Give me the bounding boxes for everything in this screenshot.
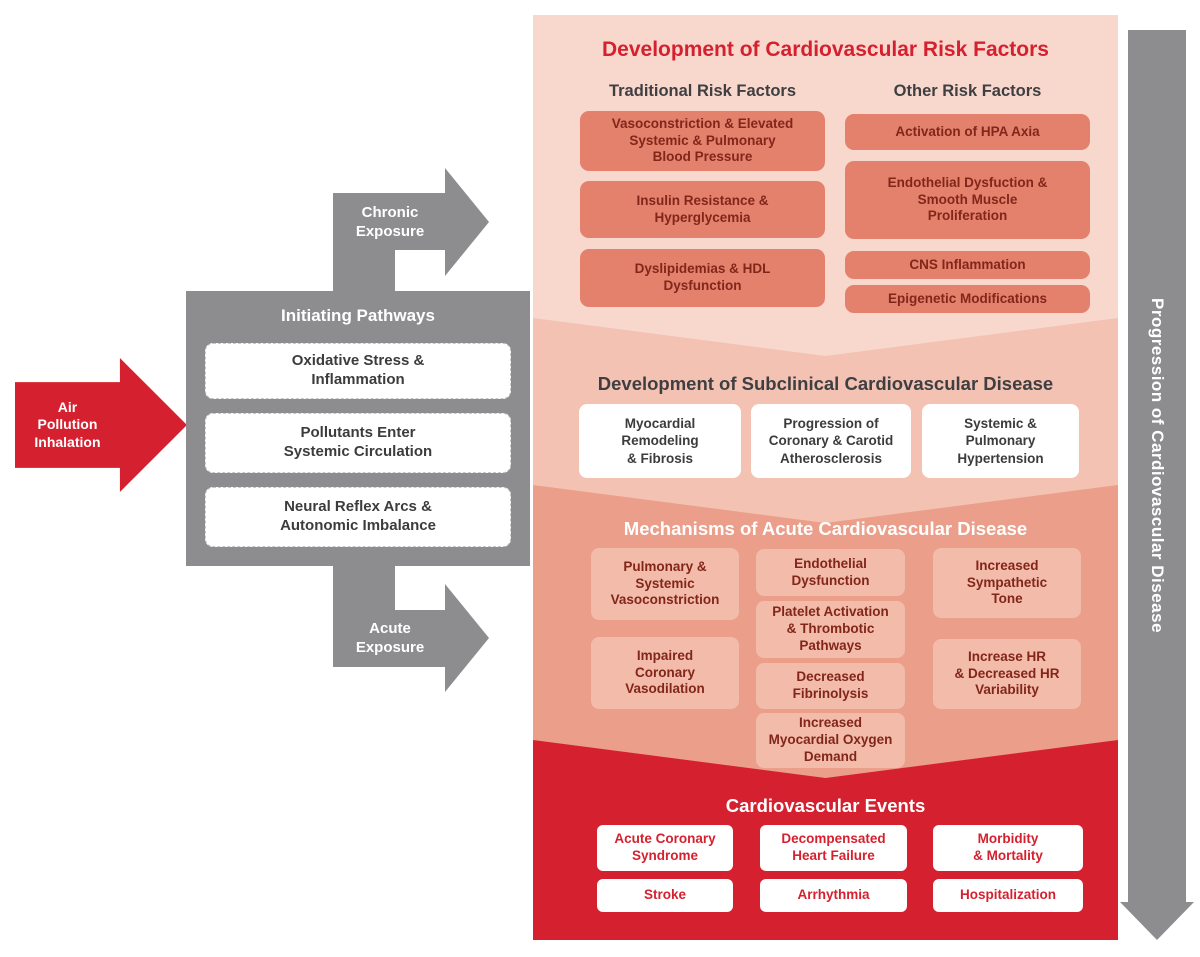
acute-arrow-horizontal	[333, 610, 446, 667]
progression-arrow-head-icon	[1120, 902, 1194, 940]
risk-factor-box: Insulin Resistance & Hyperglycemia	[580, 181, 825, 238]
traditional-risk-header: Traditional Risk Factors	[608, 81, 797, 100]
other-risk-header: Other Risk Factors	[893, 81, 1042, 100]
event-box: Morbidity & Mortality	[933, 825, 1083, 871]
event-box: Hospitalization	[933, 879, 1083, 912]
risk-factor-box: Dyslipidemias & HDL Dysfunction	[580, 249, 825, 307]
risk-factor-box: Epigenetic Modifications	[845, 285, 1090, 313]
progression-arrow-shaft	[1128, 30, 1186, 902]
subclinical-box: Myocardial Remodeling & Fibrosis	[579, 404, 741, 478]
mechanism-box: Increased Sympathetic Tone	[933, 548, 1081, 618]
mechanism-box: Decreased Fibrinolysis	[756, 663, 905, 709]
initiating-item: Neural Reflex Arcs & Autonomic Imbalance	[205, 487, 511, 547]
mechanisms-title: Mechanisms of Acute Cardiovascular Disea…	[623, 518, 1028, 539]
acute-exposure-label: Acute Exposure	[355, 619, 425, 657]
mechanism-box: Platelet Activation & Thrombotic Pathway…	[756, 601, 905, 658]
event-box: Decompensated Heart Failure	[760, 825, 907, 871]
initiating-pathways-title: Initiating Pathways	[281, 306, 435, 325]
events-title: Cardiovascular Events	[725, 795, 926, 816]
chronic-arrow-head-icon	[445, 168, 489, 276]
subclinical-box: Systemic & Pulmonary Hypertension	[922, 404, 1079, 478]
event-box: Arrhythmia	[760, 879, 907, 912]
risk-factor-box: Endothelial Dysfuction & Smooth Muscle P…	[845, 161, 1090, 239]
mechanism-box: Pulmonary & Systemic Vasoconstriction	[591, 548, 739, 620]
chronic-arrow-horizontal	[333, 193, 446, 250]
disease-progression-panel: Development of Cardiovascular Risk Facto…	[533, 15, 1118, 940]
mechanism-box: Increase HR & Decreased HR Variability	[933, 639, 1081, 709]
progression-label: Progression of Cardiovascular Disease	[1148, 298, 1167, 634]
risk-factor-box: Vasoconstriction & Elevated Systemic & P…	[580, 111, 825, 171]
mechanism-box: Impaired Coronary Vasodilation	[591, 637, 739, 709]
air-pollution-label: Air Pollution Inhalation	[34, 398, 101, 450]
risk-factor-box: Activation of HPA Axia	[845, 114, 1090, 150]
mechanism-box: Increased Myocardial Oxygen Demand	[756, 713, 905, 768]
air-pollution-arrow: Air Pollution Inhalation	[15, 358, 187, 492]
chronic-exposure-label: Chronic Exposure	[355, 203, 425, 241]
mechanism-box: Endothelial Dysfunction	[756, 549, 905, 596]
subclinical-box: Progression of Coronary & Carotid Athero…	[751, 404, 911, 478]
event-box: Stroke	[597, 879, 733, 912]
initiating-pathways-panel: Initiating Pathways Oxidative Stress & I…	[186, 291, 530, 566]
initiating-item: Oxidative Stress & Inflammation	[205, 343, 511, 399]
acute-arrow-head-icon	[445, 584, 489, 692]
subclinical-title: Development of Subclinical Cardiovascula…	[597, 373, 1054, 394]
initiating-item: Pollutants Enter Systemic Circulation	[205, 413, 511, 473]
risk-factors-title: Development of Cardiovascular Risk Facto…	[602, 38, 1049, 61]
risk-factor-box: CNS Inflammation	[845, 251, 1090, 279]
event-box: Acute Coronary Syndrome	[597, 825, 733, 871]
